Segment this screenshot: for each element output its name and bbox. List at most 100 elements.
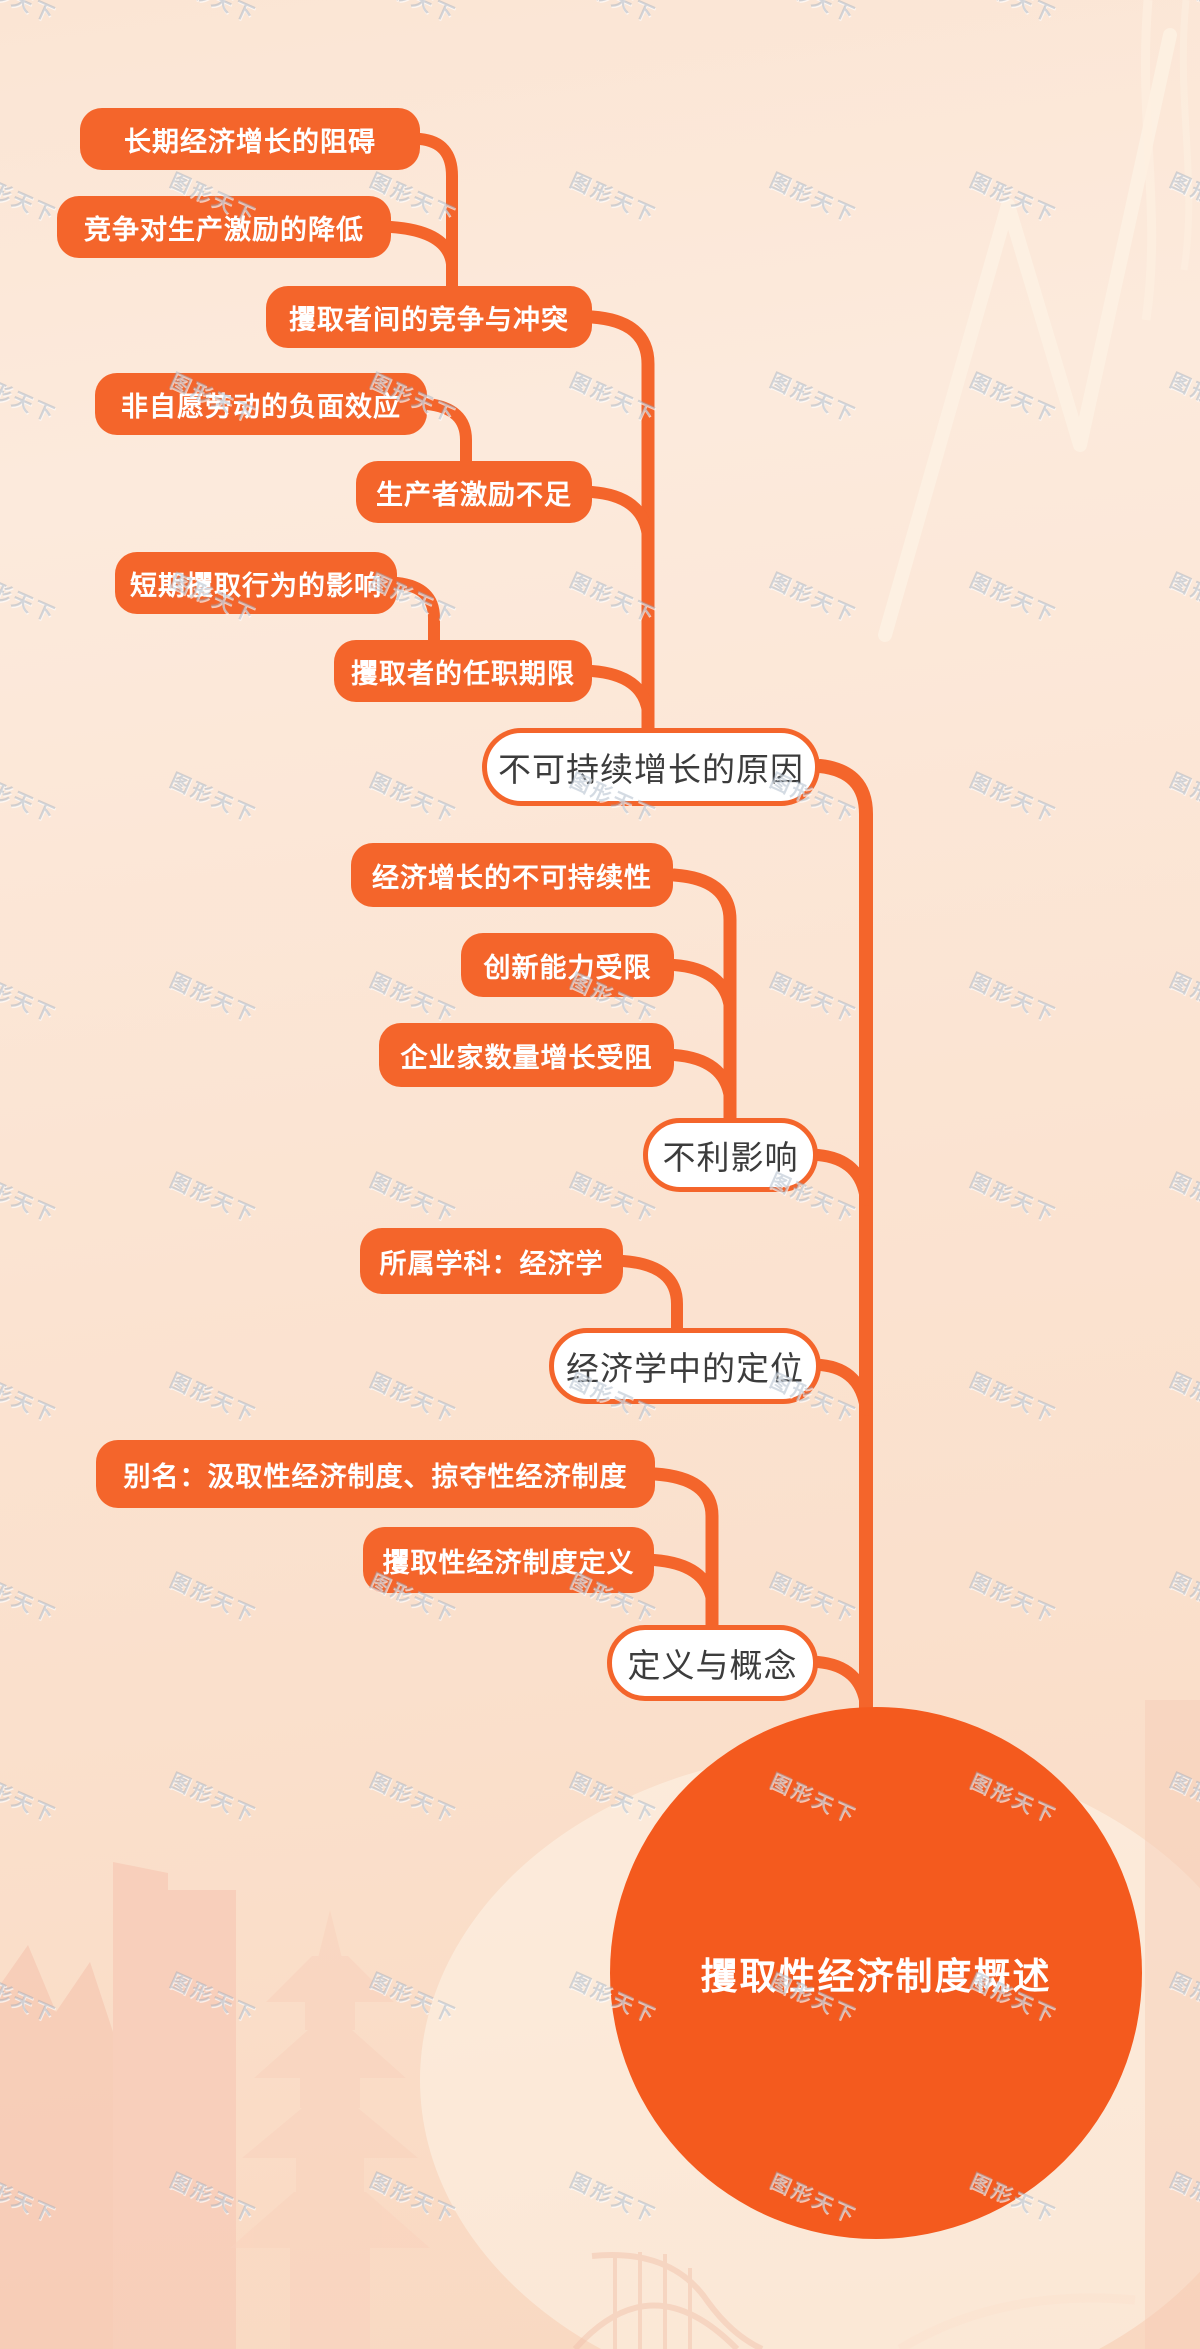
watermark-text: 图形天下 xyxy=(966,1570,1060,1628)
topic-innovation-limited[interactable]: 创新能力受限 xyxy=(461,933,674,997)
topic-growth-unsustainability[interactable]: 经济增长的不可持续性 xyxy=(351,843,673,907)
topic-competition-lowers-production-incentive[interactable]: 竞争对生产激励的降低 xyxy=(57,196,391,258)
watermark-text: 图形天下 xyxy=(166,2170,260,2228)
watermark-text: 图形天下 xyxy=(366,770,460,828)
pagoda-silhouette xyxy=(230,1910,430,2349)
connector-spine-p4 xyxy=(648,1467,719,1632)
watermark-text: 图形天下 xyxy=(0,170,60,228)
watermark-text: 图形天下 xyxy=(766,970,860,1028)
watermark-text: 图形天下 xyxy=(166,970,260,1028)
watermark-text: 图形天下 xyxy=(1166,1370,1200,1428)
topic-short-term-extraction-impact[interactable]: 短期攫取行为的影响 xyxy=(115,552,397,614)
watermark-text: 图形天下 xyxy=(166,0,262,28)
root-topic[interactable]: 攫取性经济制度概述 xyxy=(610,1707,1142,2239)
connector-n1-n3 xyxy=(414,133,458,292)
watermark-text: 图形天下 xyxy=(766,1570,860,1628)
topic-entrepreneur-growth-hindered[interactable]: 企业家数量增长受阻 xyxy=(379,1023,674,1087)
watermark-text: 图形天下 xyxy=(166,1370,260,1428)
connector-p3-spine xyxy=(815,1359,872,1416)
connector-p4-spine xyxy=(812,1656,872,1712)
wavy-line-2 xyxy=(1179,0,1193,271)
topic-producer-incentive-insufficient[interactable]: 生产者激励不足 xyxy=(356,461,592,523)
connector-n4-n5 xyxy=(421,398,472,467)
watermark-text: 图形天下 xyxy=(1166,170,1200,228)
watermark-text: 图形天下 xyxy=(0,1970,60,2028)
watermark-text: 图形天下 xyxy=(566,570,660,628)
skyscraper-silhouette xyxy=(113,1862,236,2349)
connector-n10-spine xyxy=(668,1049,736,1104)
watermark-text: 图形天下 xyxy=(966,570,1060,628)
watermark-text: 图形天下 xyxy=(966,1370,1060,1428)
watermark-text: 图形天下 xyxy=(366,1170,460,1228)
watermark-text: 图形天下 xyxy=(1166,0,1200,28)
watermark-text: 图形天下 xyxy=(0,570,60,628)
hills-silhouette xyxy=(0,1945,113,2349)
watermark-text: 图形天下 xyxy=(366,0,462,28)
watermark-text: 图形天下 xyxy=(966,170,1060,228)
watermark-text: 图形天下 xyxy=(566,370,660,428)
watermark-text: 图形天下 xyxy=(0,1770,60,1828)
watermark-text: 图形天下 xyxy=(1166,370,1200,428)
watermark-text: 图形天下 xyxy=(1166,570,1200,628)
watermark-text: 图形天下 xyxy=(766,170,860,228)
topic-extractor-tenure[interactable]: 攫取者的任职期限 xyxy=(334,640,592,702)
watermark-text: 图形天下 xyxy=(0,1570,60,1628)
topic-involuntary-labor-negative-effects[interactable]: 非自愿劳动的负面效应 xyxy=(95,373,427,435)
watermark-text: 图形天下 xyxy=(966,770,1060,828)
watermark-text: 图形天下 xyxy=(966,1170,1060,1228)
connector-n9-spine xyxy=(668,959,736,1014)
topic-long-term-growth-obstacle[interactable]: 长期经济增长的阻碍 xyxy=(80,108,420,170)
watermark-text: 图形天下 xyxy=(1166,1770,1200,1828)
watermark-text: 图形天下 xyxy=(966,970,1060,1028)
watermark-text: 图形天下 xyxy=(766,370,860,428)
watermark-text: 图形天下 xyxy=(0,370,60,428)
watermark-text: 图形天下 xyxy=(166,1570,260,1628)
connector-n5-spine xyxy=(586,486,654,542)
connector-n2-n3 xyxy=(385,221,458,270)
watermark-text: 图形天下 xyxy=(566,2170,660,2228)
watermark-text: 图形天下 xyxy=(1166,770,1200,828)
topic-alias-names[interactable]: 别名：汲取性经济制度、掠夺性经济制度 xyxy=(96,1440,655,1508)
watermark-text: 图形天下 xyxy=(366,970,460,1028)
connector-main-spine xyxy=(813,759,873,1723)
bridge-arc xyxy=(897,2293,1136,2349)
watermark-text: 图形天下 xyxy=(1166,1170,1200,1228)
watermark-text: 图形天下 xyxy=(566,170,660,228)
watermark-text: 图形天下 xyxy=(0,0,62,28)
connector-p2-spine xyxy=(812,1149,872,1206)
wavy-line xyxy=(1141,0,1157,321)
connector-n11-p3 xyxy=(617,1255,683,1334)
watermark-text: 图形天下 xyxy=(0,770,60,828)
watermark-text: 图形天下 xyxy=(1166,1570,1200,1628)
watermark-text: 图形天下 xyxy=(0,1370,60,1428)
right-shade-band xyxy=(1145,1700,1200,2349)
branch-position-in-economics[interactable]: 经济学中的定位 xyxy=(549,1328,821,1404)
connector-n6-n7 xyxy=(391,577,440,646)
watermark-text: 图形天下 xyxy=(966,370,1060,428)
watermark-text: 图形天下 xyxy=(166,1770,260,1828)
watermark-text: 图形天下 xyxy=(566,1770,660,1828)
watermark-text: 图形天下 xyxy=(0,2170,60,2228)
topic-extractive-institution-definition[interactable]: 攫取性经济制度定义 xyxy=(363,1527,654,1593)
watermark-text: 图形天下 xyxy=(366,2170,460,2228)
watermark-text: 图形天下 xyxy=(366,1370,460,1428)
watermark-text: 图形天下 xyxy=(166,770,260,828)
watermark-text: 图形天下 xyxy=(766,570,860,628)
zigzag-trend-line xyxy=(878,28,1177,642)
branch-unsustainable-growth-causes[interactable]: 不可持续增长的原因 xyxy=(482,728,820,806)
topic-extractor-competition-conflict[interactable]: 攫取者间的竞争与冲突 xyxy=(266,286,592,348)
watermark-text: 图形天下 xyxy=(1166,970,1200,1028)
branch-adverse-effects[interactable]: 不利影响 xyxy=(643,1118,818,1192)
watermark-text: 图形天下 xyxy=(1166,2170,1200,2228)
watermark-text: 图形天下 xyxy=(0,970,60,1028)
branch-definition-and-concept[interactable]: 定义与概念 xyxy=(607,1625,818,1701)
topic-discipline-economics[interactable]: 所属学科：经济学 xyxy=(360,1228,623,1294)
watermark-text: 图形天下 xyxy=(1166,1970,1200,2028)
watermark-text: 图形天下 xyxy=(366,1770,460,1828)
connector-n7-spine xyxy=(586,665,654,718)
watermark-text: 图形天下 xyxy=(766,0,862,28)
connector-n13-spine xyxy=(648,1554,718,1606)
watermark-text: 图形天下 xyxy=(0,1170,60,1228)
connector-spine-p2 xyxy=(667,868,737,1125)
